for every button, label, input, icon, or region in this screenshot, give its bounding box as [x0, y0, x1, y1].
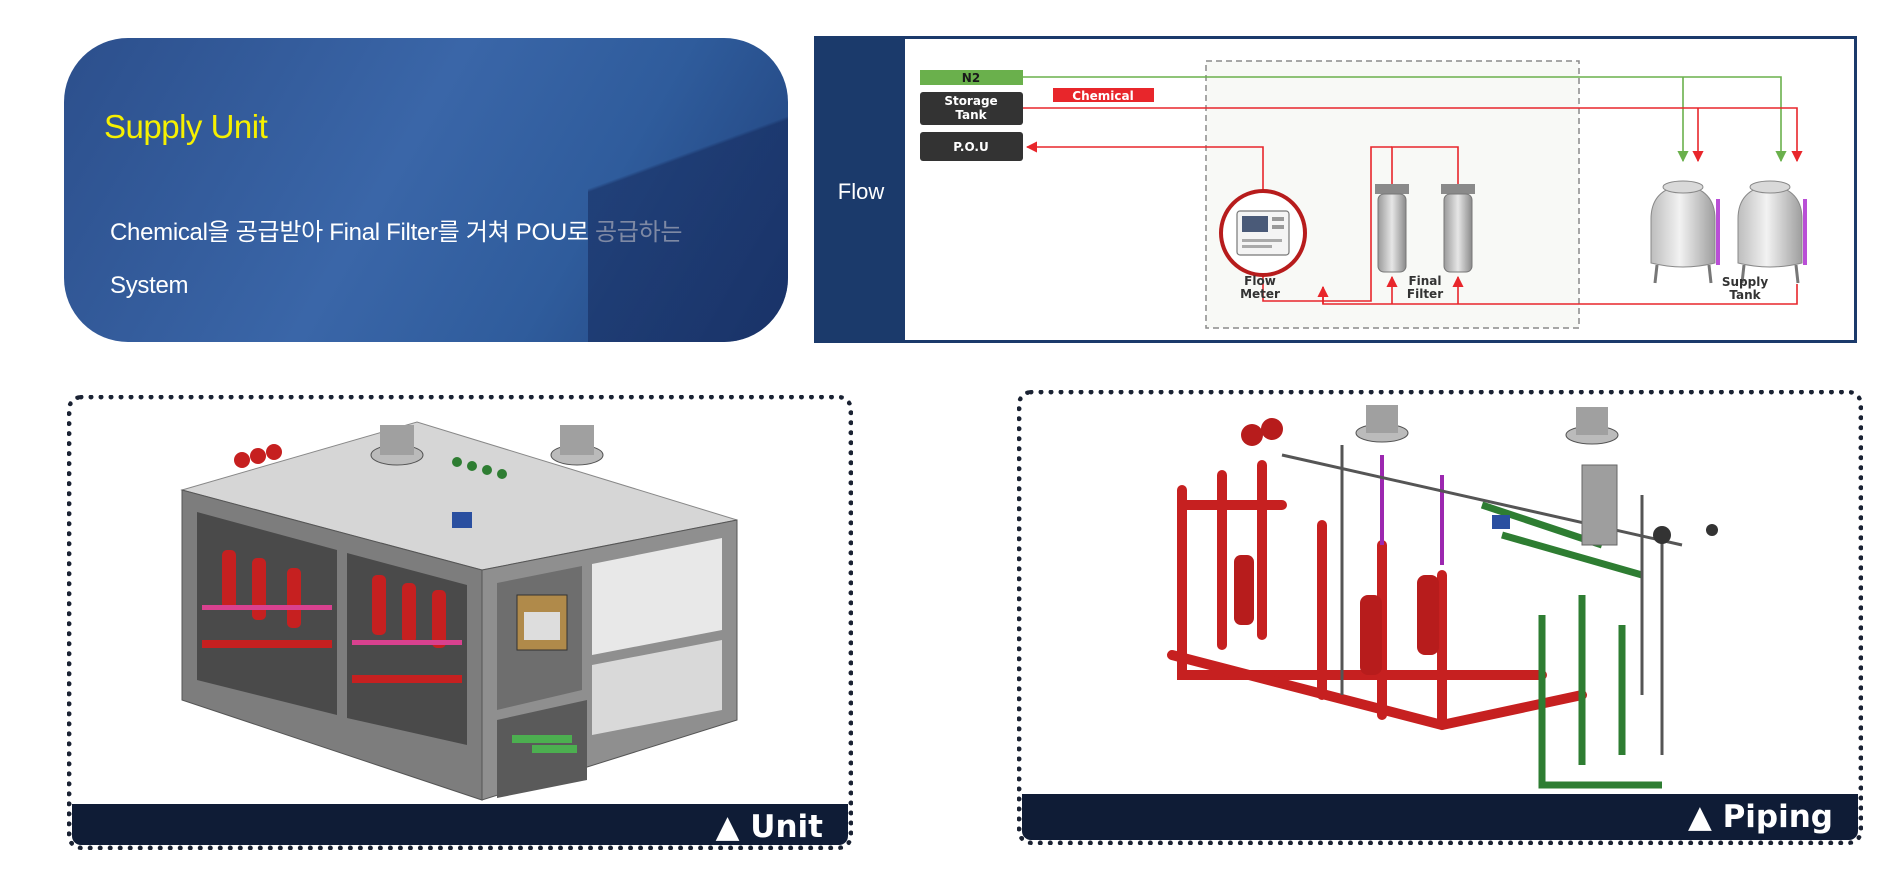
flow-diagram: N2 Storage Tank P.O.U Chemical: [920, 60, 1807, 329]
svg-text:P.O.U: P.O.U: [953, 140, 988, 154]
final-filter-icon: [1375, 184, 1475, 273]
piping-caption: ▲ Piping: [1687, 799, 1833, 835]
info-title: Supply Unit: [104, 108, 268, 145]
svg-text:Filter: Filter: [1407, 287, 1443, 301]
info-description: Chemical을 공급받아 Final Filter를 거쳐 POU로 공급하…: [110, 206, 750, 312]
supply-tank-icon: [1650, 180, 1807, 284]
unit-image-frame: ▲ Unit: [67, 395, 853, 850]
flow-meter-icon: [1219, 189, 1307, 277]
storage-tank-tag: Storage Tank: [920, 92, 1023, 125]
unit-caption-bar: ▲ Unit: [72, 804, 848, 845]
info-description-line-1: Chemical을 공급받아 Final Filter를 거쳐 POU로 공급하…: [110, 219, 683, 246]
chemical-lines: [1023, 107, 1803, 305]
final-filter-label: Final: [1408, 274, 1441, 288]
flow-diagram-panel: Flow N2 Storage Tank P.O.U Chemical: [814, 36, 1857, 343]
info-card: Supply Unit Chemical을 공급받아 Final Filter를…: [64, 38, 788, 342]
unit-caption: ▲ Unit: [715, 809, 823, 845]
pou-tag: P.O.U: [920, 132, 1023, 161]
supply-tank-label: Supply: [1722, 275, 1768, 289]
svg-text:Meter: Meter: [1240, 287, 1280, 301]
piping-model-illustration: [1167, 405, 1718, 789]
svg-text:Storage: Storage: [944, 94, 997, 108]
flow-meter-label: Flow: [1244, 274, 1276, 288]
n2-tag: N2: [920, 70, 1023, 85]
unit-model-illustration: [180, 421, 738, 801]
piping-image-frame: ▲ Piping: [1017, 390, 1863, 845]
svg-text:Chemical: Chemical: [1072, 89, 1133, 103]
svg-text:N2: N2: [962, 71, 980, 85]
info-description-line-2: System: [110, 272, 189, 299]
piping-caption-bar: ▲ Piping: [1022, 794, 1858, 840]
flow-section-label: Flow: [837, 179, 885, 204]
flow-label-column: Flow: [817, 39, 905, 340]
svg-text:Tank: Tank: [1729, 288, 1761, 302]
chemical-tag: Chemical: [1053, 88, 1154, 103]
svg-text:Tank: Tank: [955, 108, 987, 122]
n2-line: [1023, 76, 1787, 163]
